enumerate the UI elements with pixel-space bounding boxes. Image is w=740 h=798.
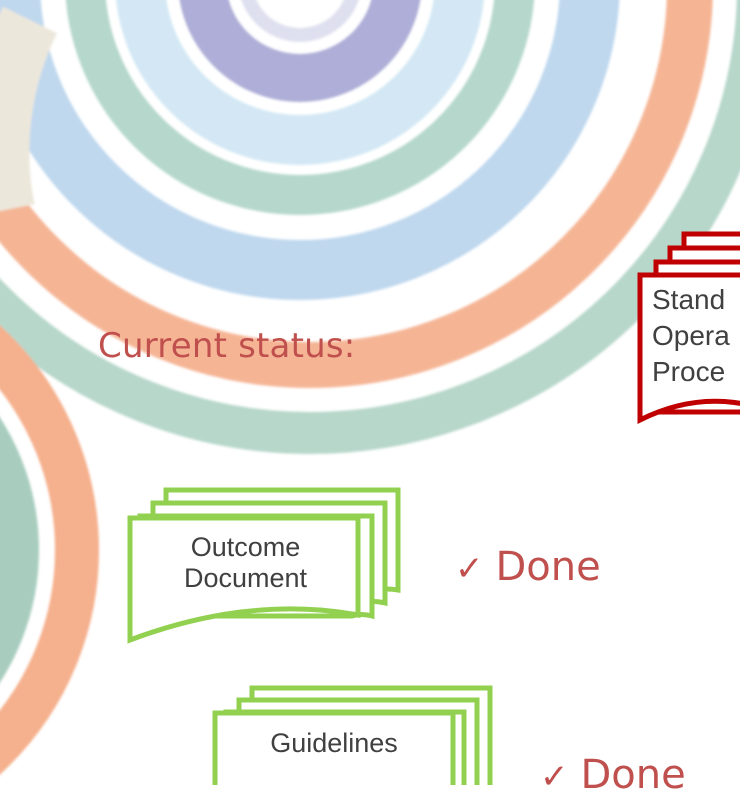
- arc-ring-green: [0, 0, 740, 454]
- sop-label-line-1: Stand: [652, 284, 726, 315]
- guidelines-label-line-1: Guidelines: [270, 728, 398, 758]
- checkmark-icon: ✓: [540, 757, 569, 797]
- slide-title: Current status:: [98, 326, 356, 366]
- arc-left-green: [0, 417, 39, 683]
- sop-label-line-3: Proce: [652, 356, 726, 387]
- arc-ring-blue: [0, 0, 620, 300]
- guidelines-status-text: Done: [580, 752, 686, 798]
- arc-left-outer-orange: [0, 325, 99, 775]
- arc-ring-purple: [179, 0, 421, 102]
- checkmark-icon: ✓: [455, 549, 484, 589]
- arc-ring-teal: [65, 0, 535, 215]
- outcome-document-label: Outcome Document: [148, 532, 343, 594]
- guidelines-document-label: Guidelines: [215, 728, 453, 759]
- outcome-document-stack: [127, 487, 401, 644]
- outcome-status-text: Done: [495, 544, 601, 590]
- outcome-label-line-2: Document: [183, 563, 308, 593]
- sop-document-label: Stand Opera Proce: [652, 282, 730, 390]
- guidelines-status: ✓ Done: [540, 752, 686, 798]
- arc-ring-inner: [241, 0, 359, 42]
- outcome-label-line-1: Outcome: [190, 532, 301, 562]
- guidelines-document-stack: [212, 685, 493, 785]
- outcome-status: ✓ Done: [455, 544, 601, 590]
- sop-document-stack: [637, 231, 740, 425]
- arc-ring-orange: [0, 0, 713, 388]
- arc-ring-lightblue: [116, 0, 484, 165]
- sop-label-line-2: Opera: [652, 320, 730, 351]
- arc-ring-beige: [0, 6, 58, 211]
